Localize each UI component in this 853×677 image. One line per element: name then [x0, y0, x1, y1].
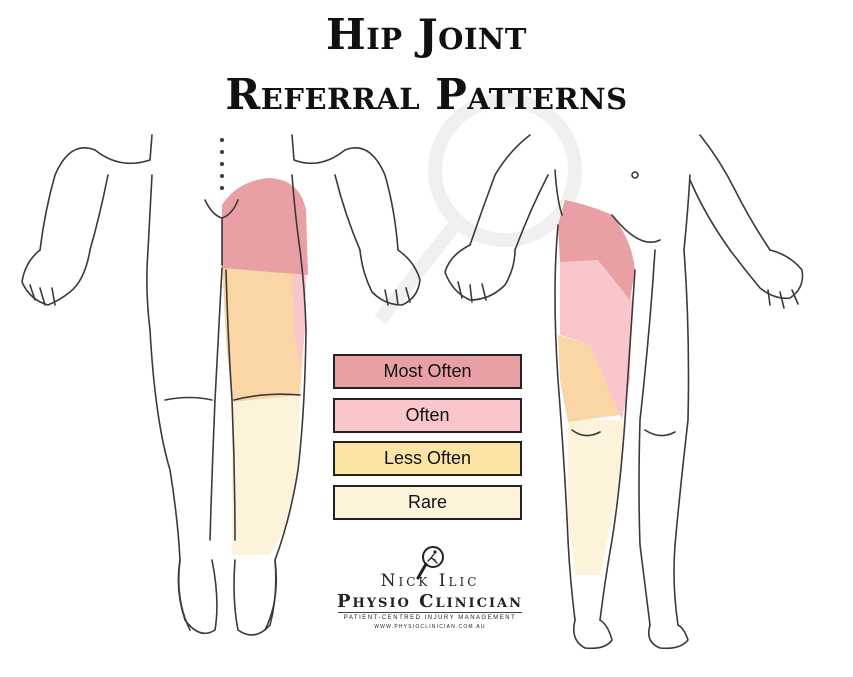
title-line-2: Referral Patterns [225, 70, 628, 119]
logo-name: Nick Ilic [380, 571, 480, 591]
back-view-figure [21, 134, 421, 636]
zone-most-often-front [558, 200, 635, 300]
legend-rare-label: Rare [407, 492, 447, 512]
legend-rare: Rare [333, 485, 522, 520]
zone-rare-front [568, 420, 625, 575]
legend-less-often-label: Less Often [383, 448, 472, 468]
legend-often-label: Often [405, 405, 450, 425]
magnifier-runner-icon [416, 546, 444, 580]
logo-subtitle: Physio Clinician [336, 591, 524, 612]
logo-divider [338, 612, 522, 613]
legend-often: Often [333, 398, 522, 433]
zone-less-often-back [222, 265, 306, 402]
zone-rare-back [232, 395, 300, 555]
legend-less-often: Less Often [333, 441, 522, 476]
zone-often-front [560, 255, 632, 420]
legend-most-often: Most Often [333, 354, 522, 389]
logo-website: WWW.PHYSIOCLINICIAN.COM.AU [374, 624, 486, 630]
legend-most-often-label: Most Often [383, 361, 472, 381]
zone-less-often-front [558, 335, 620, 422]
watermark-magnifier-icon [374, 93, 582, 325]
zone-most-often-back [222, 178, 308, 275]
title-line-1: Hip Joint [326, 10, 527, 59]
logo-tagline: PATIENT-CENTRED INJURY MANAGEMENT [343, 615, 517, 621]
clinic-logo: Nick Ilic Physio Clinician PATIENT-CENTR… [330, 545, 530, 635]
zone-often-back [292, 268, 306, 370]
front-view-figure [444, 134, 804, 650]
